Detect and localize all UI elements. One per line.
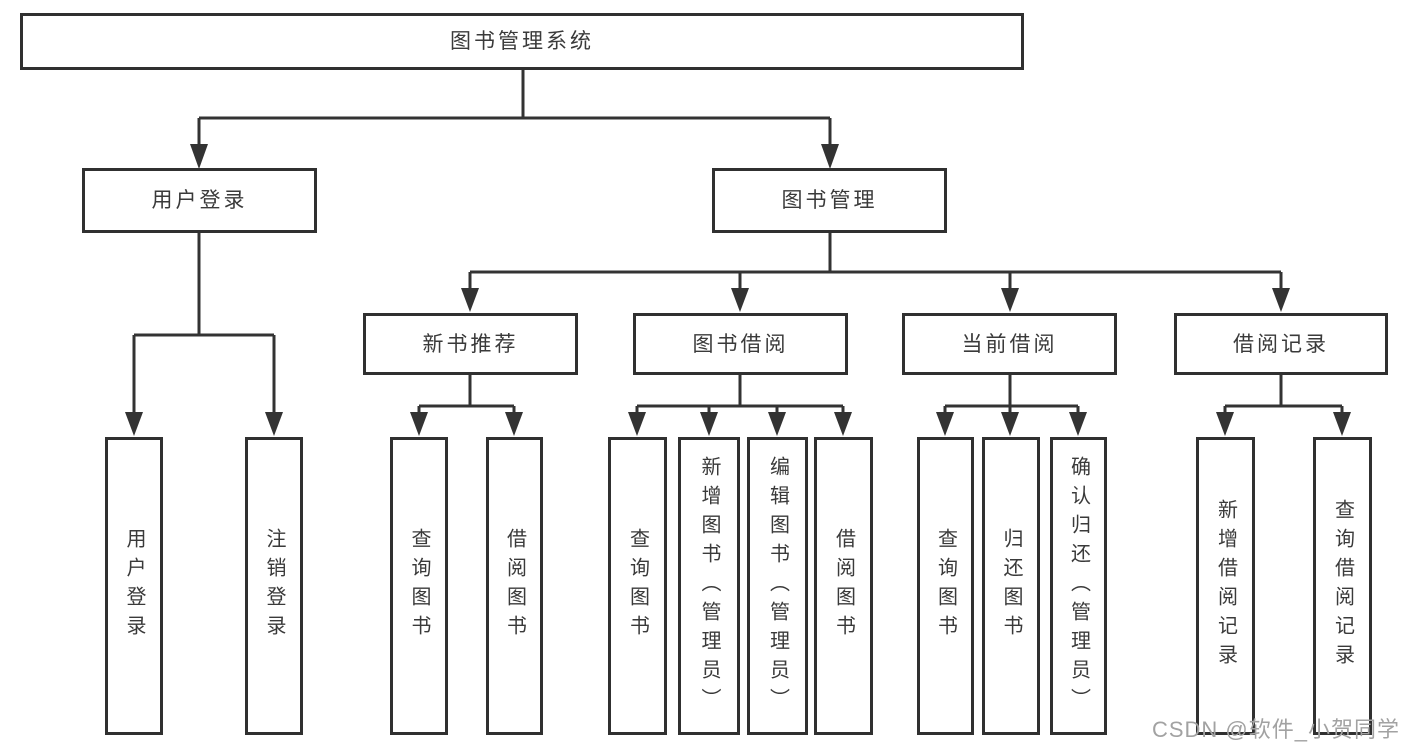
node-root-system: 图书管理系统 — [20, 13, 1024, 70]
node-user-login-label: 用户登录 — [151, 189, 248, 212]
leaf-add-borrow-record-label: 新增借阅记录 — [1214, 499, 1237, 673]
node-root-label: 图书管理系统 — [450, 30, 594, 53]
leaf-borrow-query-books-label: 查询图书 — [626, 528, 649, 644]
leaf-add-books-admin: 新增图书（管理员） — [678, 437, 740, 735]
leaf-add-books-admin-label: 新增图书（管理员） — [698, 455, 720, 717]
connector-user-login-to-leaves — [132, 232, 276, 414]
leaf-user-login: 用户登录 — [105, 437, 163, 735]
arrowheads-new-book-recommend — [410, 412, 523, 436]
arrowheads-borrow-records — [1216, 412, 1351, 436]
leaf-recommend-borrow-books-label: 借阅图书 — [503, 528, 526, 644]
connector-current-borrow-to-leaves — [943, 375, 1080, 414]
leaf-query-borrow-record-label: 查询借阅记录 — [1331, 499, 1354, 673]
node-new-book-recommend: 新书推荐 — [363, 313, 578, 375]
node-book-management: 图书管理 — [712, 168, 947, 233]
connector-new-book-recommend-to-leaves — [417, 375, 516, 414]
leaf-borrow-books: 借阅图书 — [814, 437, 873, 735]
leaf-borrow-books-label: 借阅图书 — [832, 528, 855, 644]
node-new-book-recommend-label: 新书推荐 — [422, 332, 519, 356]
node-borrow-records: 借阅记录 — [1174, 313, 1388, 375]
connector-root-to-level2 — [197, 70, 832, 146]
arrowheads-level2 — [190, 144, 839, 169]
leaf-query-borrow-record: 查询借阅记录 — [1313, 437, 1372, 735]
leaf-current-query-books: 查询图书 — [917, 437, 974, 735]
arrowheads-current-borrow — [936, 412, 1087, 436]
connector-book-management-to-level3 — [468, 232, 1283, 290]
leaf-borrow-query-books: 查询图书 — [608, 437, 667, 735]
leaf-logout-label: 注销登录 — [263, 528, 285, 644]
node-book-borrow: 图书借阅 — [633, 313, 848, 375]
node-current-borrow-label: 当前借阅 — [961, 332, 1058, 356]
leaf-user-login-label: 用户登录 — [123, 528, 145, 644]
leaf-add-borrow-record: 新增借阅记录 — [1196, 437, 1255, 735]
node-user-login: 用户登录 — [82, 168, 317, 233]
connector-borrow-records-to-leaves — [1223, 375, 1344, 414]
leaf-confirm-return-admin-label: 确认归还（管理员） — [1067, 455, 1090, 717]
node-book-borrow-label: 图书借阅 — [692, 332, 789, 356]
leaf-recommend-borrow-books: 借阅图书 — [486, 437, 543, 735]
leaf-edit-books-admin: 编辑图书（管理员） — [747, 437, 808, 735]
leaf-current-query-books-label: 查询图书 — [934, 528, 957, 644]
leaf-edit-books-admin-label: 编辑图书（管理员） — [766, 455, 789, 717]
arrowheads-level3 — [461, 288, 1290, 312]
arrowheads-user-login — [125, 412, 283, 436]
leaf-return-books: 归还图书 — [982, 437, 1040, 735]
csdn-watermark: CSDN @软件_小贺同学 — [1151, 717, 1400, 742]
leaf-recommend-query-books: 查询图书 — [390, 437, 448, 735]
connector-book-borrow-to-leaves — [635, 375, 845, 414]
leaf-recommend-query-books-label: 查询图书 — [408, 528, 430, 644]
leaf-return-books-label: 归还图书 — [1000, 528, 1022, 644]
leaf-confirm-return-admin: 确认归还（管理员） — [1050, 437, 1107, 735]
leaf-logout: 注销登录 — [245, 437, 303, 735]
node-borrow-records-label: 借阅记录 — [1233, 332, 1329, 356]
arrowheads-book-borrow — [628, 412, 852, 436]
node-book-management-label: 图书管理 — [781, 189, 878, 212]
node-current-borrow: 当前借阅 — [902, 313, 1117, 375]
